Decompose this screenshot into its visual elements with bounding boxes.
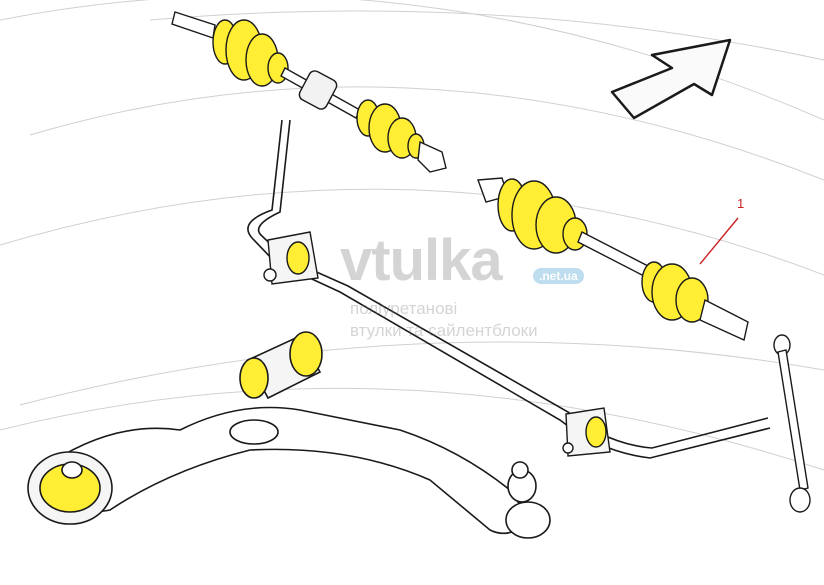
upper-drive-shaft: [171, 11, 447, 173]
watermark-tagline-line1: поліуретанові: [350, 299, 458, 318]
control-arm-body: [39, 406, 532, 535]
control-arm-front-bushing: [27, 451, 113, 525]
watermark-tagline-line2: втулки та сайлентблоки: [350, 321, 538, 340]
lower-shaft-bar: [577, 231, 649, 277]
guide-arc: [19, 341, 824, 406]
watermark-brand: vtulka: [340, 228, 503, 293]
control-arm-rear-bushing: [239, 331, 323, 400]
lower-drive-shaft: [477, 177, 749, 341]
stabilizer-link: [773, 334, 811, 513]
stabilizer-bar-body: [247, 119, 771, 459]
upper-shaft-tripod: [417, 140, 447, 173]
upper-cv-boot-inner: [356, 99, 425, 159]
upper-cv-boot-outer: [212, 19, 289, 87]
callout-leader: [699, 217, 739, 265]
callout-number: 1: [737, 196, 745, 211]
stabilizer-bar: [247, 119, 771, 459]
watermark-domain: .net.ua: [533, 268, 584, 285]
lower-cv-boot-inner: [497, 178, 588, 254]
guide-arc: [29, 86, 824, 181]
ball-joint: [505, 461, 551, 539]
guide-arc: [149, 10, 824, 61]
lower-control-arm: [27, 331, 551, 539]
stabilizer-bushing-right: [562, 407, 611, 457]
stabilizer-bushing-left: [263, 231, 319, 285]
guide-arc: [0, 188, 824, 276]
upper-shaft-damper: [298, 70, 338, 110]
lower-cv-boot-outer: [641, 261, 709, 323]
lower-shaft-spline: [699, 298, 749, 341]
direction-arrow-icon: [610, 38, 732, 120]
